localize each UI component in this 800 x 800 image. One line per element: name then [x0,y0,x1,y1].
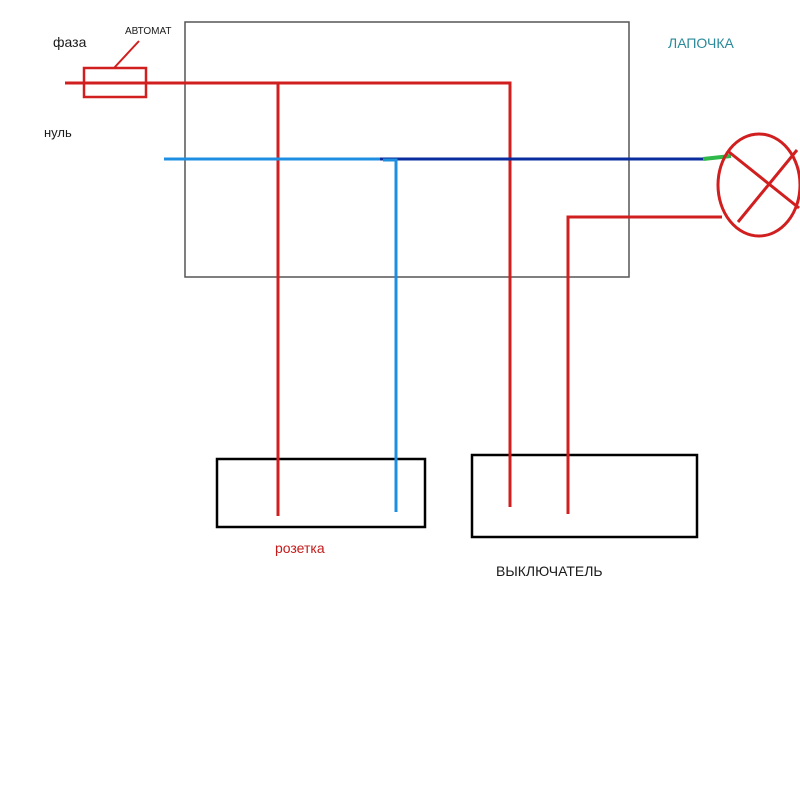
neutral-label: нуль [44,125,72,140]
lamp-cross-a [728,150,800,210]
breaker-pointer [113,40,140,69]
switch-box [470,453,699,539]
lamp-icon [716,132,800,238]
phase-label: фаза [53,34,87,50]
breaker-label: АВТОМАТ [125,26,172,37]
socket-label: розетка [275,540,325,556]
switched-phase-wire [566,215,722,514]
neutral-wire-socket [383,158,398,512]
switch-label: ВЫКЛЮЧАТЕЛЬ [496,563,603,579]
lamp-cross-b [736,149,799,223]
lamp-label: ЛАПОЧКА [668,35,734,51]
phase-wire-main [65,81,512,507]
lamp-neutral-lead [702,154,732,161]
junction-box [184,21,630,278]
socket-box [215,457,427,529]
